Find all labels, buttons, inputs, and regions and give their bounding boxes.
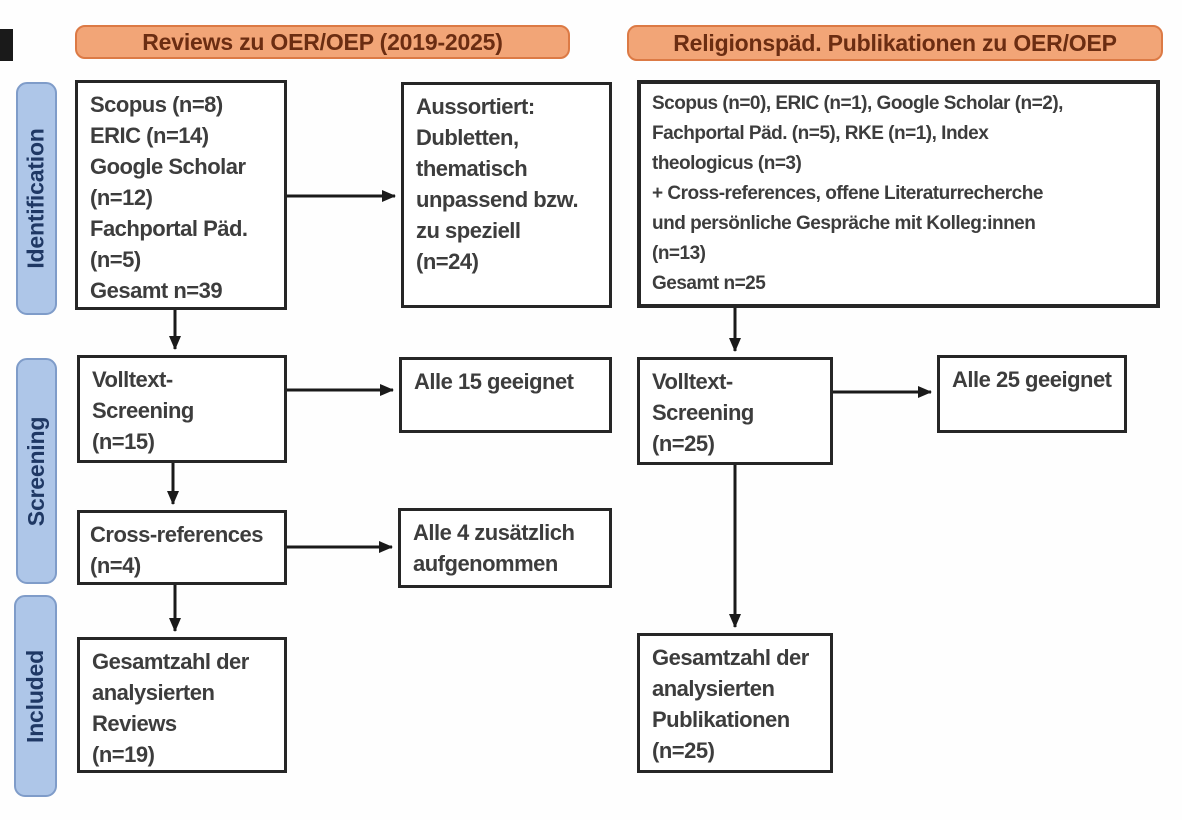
box-right-fulltext-screening: Volltext- Screening (n=25) [637, 357, 833, 465]
box-right-fulltext-result: Alle 25 geeignet [937, 355, 1127, 433]
column-header-reviews: Reviews zu OER/OEP (2019-2025) [75, 25, 570, 59]
box-left-identification: Scopus (n=8) ERIC (n=14) Google Scholar … [75, 80, 287, 310]
left-edge-mark [0, 29, 13, 61]
column-header-religionspaed: Religionspäd. Publikationen zu OER/OEP [627, 25, 1163, 61]
box-right-identification: Scopus (n=0), ERIC (n=1), Google Scholar… [637, 80, 1160, 308]
stage-label-identification-text: Identification [23, 128, 49, 269]
stage-label-identification: Identification [16, 82, 57, 315]
box-left-crossref: Cross-references (n=4) [77, 510, 287, 585]
stage-label-included-text: Included [22, 649, 48, 743]
stage-label-screening: Screening [16, 358, 57, 584]
stage-label-screening-text: Screening [23, 416, 49, 526]
box-left-excluded: Aussortiert: Dubletten, thematisch unpas… [401, 82, 612, 308]
box-left-fulltext-result: Alle 15 geeignet [399, 357, 612, 433]
box-left-included: Gesamtzahl der analysierten Reviews (n=1… [77, 637, 287, 773]
box-left-crossref-result: Alle 4 zusätzlich aufgenommen [398, 508, 612, 588]
box-left-fulltext-screening: Volltext- Screening (n=15) [77, 355, 287, 463]
box-right-included: Gesamtzahl der analysierten Publikatione… [637, 633, 833, 773]
stage-label-included: Included [14, 595, 57, 797]
